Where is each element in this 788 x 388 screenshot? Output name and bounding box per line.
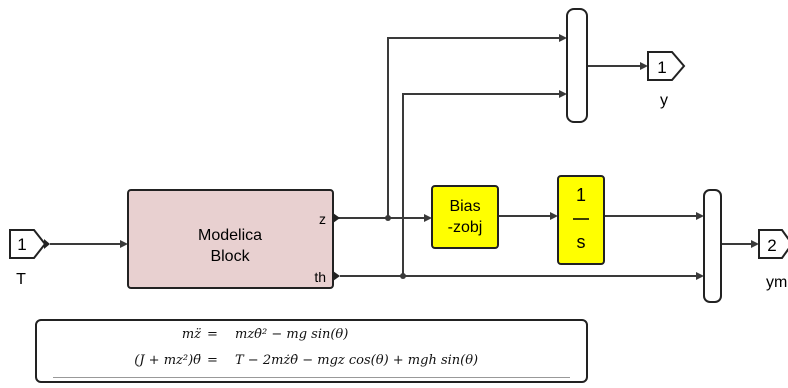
outport-number: 2 (767, 236, 776, 255)
equations-box: mz̈ = mzθ̇² − mg sin(θ) (J + mz²)θ̈ = T … (35, 319, 588, 383)
arrow-head (696, 272, 704, 280)
integrator-numerator: 1 (576, 185, 586, 205)
inport-label: T (16, 271, 26, 288)
outport-y[interactable]: 1 y (647, 51, 686, 109)
outport-label: ym (766, 274, 787, 291)
equation-rhs: T − 2mżθ̇ − mgz cos(θ) + mgh sin(θ) (235, 353, 479, 368)
outport-number: 1 (657, 58, 666, 77)
arrow-head (696, 212, 704, 220)
mux-bottom[interactable] (703, 189, 722, 303)
arrow-head (424, 214, 432, 222)
modelica-label-line2: Block (210, 248, 250, 265)
equation-underline (53, 377, 570, 378)
modelica-port-th: th (314, 269, 326, 285)
arrow-head (120, 240, 128, 248)
equation-row: (J + mz²)θ̈ = T − 2mżθ̇ − mgz cos(θ) + m… (37, 353, 586, 375)
wire-z-to-mux-top (387, 37, 560, 218)
arrow-head (550, 212, 558, 220)
arrow-head (640, 62, 648, 70)
outport-label: y (660, 92, 668, 109)
integrator-block[interactable]: 1 s (557, 175, 605, 265)
bias-label-line2: -zobj (448, 219, 483, 236)
modelica-block[interactable]: Modelica Block z th (127, 189, 340, 289)
outport-ym[interactable]: 2 ym (758, 229, 788, 291)
inport-number: 1 (17, 235, 26, 254)
modelica-label-line1: Modelica (198, 227, 262, 244)
integrator-denominator: s (577, 232, 586, 252)
equation-equals: = (207, 353, 218, 368)
equation-equals: = (207, 327, 218, 342)
arrow-head (751, 240, 759, 248)
bias-block[interactable]: Bias -zobj (431, 185, 499, 249)
equation-rhs: mzθ̇² − mg sin(θ) (235, 327, 349, 342)
bias-label-line1: Bias (449, 198, 480, 215)
inport-T[interactable]: 1 T (9, 229, 50, 288)
arrow-head (559, 90, 567, 98)
modelica-port-z: z (319, 211, 326, 227)
arrow-head (559, 34, 567, 42)
equation-lhs: (J + mz²)θ̈ (134, 353, 201, 368)
equation-lhs: mz̈ (181, 327, 201, 342)
mux-top[interactable] (566, 8, 588, 123)
equation-row: mz̈ = mzθ̇² − mg sin(θ) (37, 327, 586, 349)
wire-th-to-mux-top (402, 93, 560, 276)
